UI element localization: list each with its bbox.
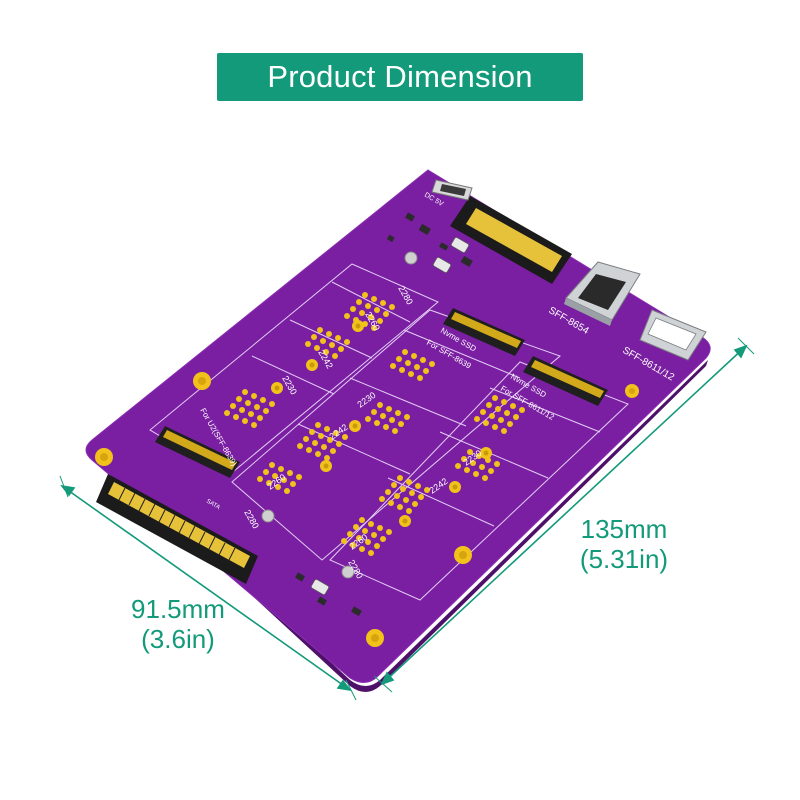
width-in: (3.6in) xyxy=(141,624,215,654)
sata-connector-top xyxy=(450,196,572,284)
m2-connector-b xyxy=(523,356,608,406)
standoff-pads xyxy=(95,251,639,647)
u2-edge-connector xyxy=(96,474,258,584)
sff-8611-connector xyxy=(639,309,707,361)
m2-connector-c xyxy=(155,426,240,478)
length-dimension-label: 135mm (5.31in) xyxy=(566,514,682,574)
board-silkscreen xyxy=(95,212,639,647)
dimension-lines xyxy=(59,337,755,701)
width-mm: 91.5mm xyxy=(131,594,225,624)
length-in: (5.31in) xyxy=(579,544,669,574)
banner-title: Product Dimension xyxy=(267,59,533,94)
sff-8654-connector xyxy=(564,261,641,326)
width-dimension-label: 91.5mm (3.6in) xyxy=(108,594,248,654)
title-banner: Product Dimension xyxy=(217,53,583,101)
usb-c-port xyxy=(431,179,473,201)
m2-connector-a xyxy=(443,308,525,356)
length-mm: 135mm xyxy=(580,514,668,544)
